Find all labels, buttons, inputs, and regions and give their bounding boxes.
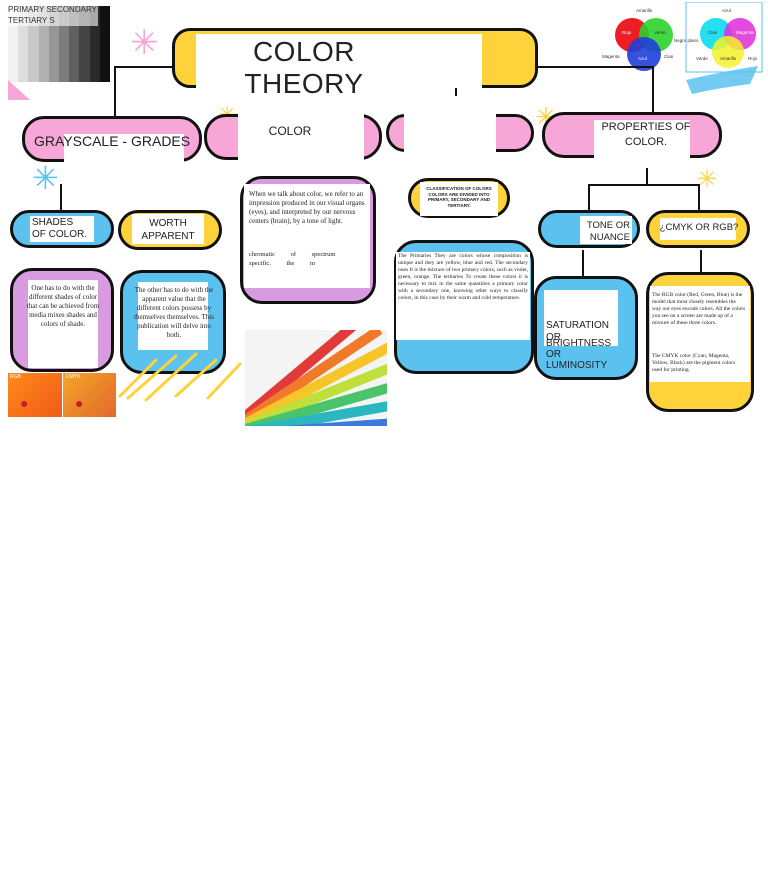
brightness-label: BRIGHTNESS OR LUMINOSITY bbox=[546, 338, 612, 371]
wheel-label: Rojo bbox=[622, 30, 632, 35]
tone-label: TONE OR NUANCE bbox=[586, 220, 630, 243]
saturation-label: SATURATION OR bbox=[546, 320, 609, 343]
worth-label: WORTH APPARENT bbox=[141, 218, 195, 242]
primaries-text: The Primaries They are colors whose comp… bbox=[398, 253, 528, 301]
grayscale-swatch bbox=[8, 6, 111, 82]
rgb-body-card bbox=[650, 286, 750, 382]
connector-line bbox=[700, 250, 702, 272]
connector-line bbox=[698, 184, 700, 210]
sparkle-icon: ✳ bbox=[32, 160, 59, 196]
connector-line bbox=[588, 184, 590, 210]
wheel-label: Magenta bbox=[602, 54, 620, 59]
connector-line bbox=[60, 184, 62, 210]
wheel-label: Verde bbox=[696, 56, 708, 61]
wheel-label: Rojo bbox=[748, 56, 758, 61]
saturation-card bbox=[544, 290, 618, 346]
wheel-blue bbox=[627, 37, 661, 71]
color-text2: chromatic of spectrum specific. the m bbox=[249, 251, 336, 267]
classification-title: CLASSIFICATION OF COLORS COLORS ARE DIVI… bbox=[426, 186, 492, 208]
connector-line bbox=[588, 184, 700, 186]
classification-card bbox=[404, 96, 496, 156]
worth-card bbox=[132, 214, 204, 244]
shades-text: One has to do with the different shades … bbox=[26, 284, 100, 328]
connector-line bbox=[582, 250, 584, 276]
wheel-label: Negro plano bbox=[674, 38, 699, 43]
classification-body-card bbox=[396, 252, 530, 340]
worth-text: The other has to do with the apparent va… bbox=[134, 286, 214, 339]
wheel-label: Amarillo bbox=[636, 8, 653, 13]
fruit-icon: ● bbox=[20, 395, 29, 411]
cmyk-label: ¿CMYK OR RGB? bbox=[659, 222, 739, 233]
classification-title-card bbox=[420, 182, 498, 216]
rgb-cmy-wheel-diagram: Amarillo Magenta Azul Cian Rojo Verde Ne… bbox=[602, 2, 763, 94]
grayscale-label: GRAYSCALE - GRADES bbox=[34, 133, 191, 149]
scribble-decor bbox=[118, 352, 242, 402]
sparkle-icon: ✳ bbox=[697, 166, 718, 193]
wheel-label: Azul bbox=[638, 56, 647, 61]
shades-label: SHADES OF COLOR. bbox=[32, 217, 88, 240]
wheel-label: Cian bbox=[664, 54, 674, 59]
cmyk-text: The CMYK color (Cyan, Magenta, Yellow, B… bbox=[652, 353, 736, 373]
pantone-fan-image bbox=[245, 330, 387, 426]
wheel-yellow bbox=[712, 36, 744, 68]
title-card bbox=[196, 34, 482, 102]
wheel-label: Amarillo bbox=[720, 56, 737, 61]
properties-card bbox=[594, 120, 690, 158]
rgb-photo bbox=[8, 373, 62, 417]
worth-body-card bbox=[138, 282, 208, 350]
sparkle-icon: ✳ bbox=[130, 24, 159, 62]
connector-line bbox=[652, 66, 654, 112]
corner-label: PRIMARY SECONDARY TERTIARY S bbox=[8, 4, 98, 26]
color-text: When we talk about color, we refer to an… bbox=[249, 190, 365, 225]
color-label: COLOR bbox=[268, 124, 312, 138]
page-title: COLOR THEORY bbox=[244, 36, 364, 99]
connector-line bbox=[646, 168, 648, 184]
properties-label: PROPERTIES OF COLOR. bbox=[601, 121, 691, 148]
fruit-icon: ● bbox=[75, 395, 84, 411]
connector-line bbox=[114, 66, 116, 116]
wheel-label: Cian bbox=[708, 30, 718, 35]
rgb-text: The RGB color (Red, Green, Blue) is the … bbox=[652, 292, 746, 326]
cmyk-photo-label: CMYK bbox=[66, 374, 81, 380]
rgb-photo-label: RGB bbox=[10, 374, 21, 380]
grayscale-card bbox=[64, 134, 184, 198]
cmyk-card bbox=[660, 218, 736, 240]
shades-body-card bbox=[28, 280, 98, 368]
wheel-label: Verde bbox=[654, 30, 666, 35]
tone-card bbox=[580, 216, 632, 244]
wheel-label: Magenta bbox=[736, 30, 754, 35]
color-card bbox=[238, 96, 364, 180]
cmyk-photo bbox=[63, 373, 116, 417]
wheel-label: Azul bbox=[722, 8, 731, 13]
pink-corner-decor bbox=[8, 80, 30, 100]
connector-line bbox=[538, 66, 654, 68]
color-body-card bbox=[244, 184, 370, 288]
shades-card bbox=[30, 216, 94, 242]
connector-line bbox=[114, 66, 174, 68]
